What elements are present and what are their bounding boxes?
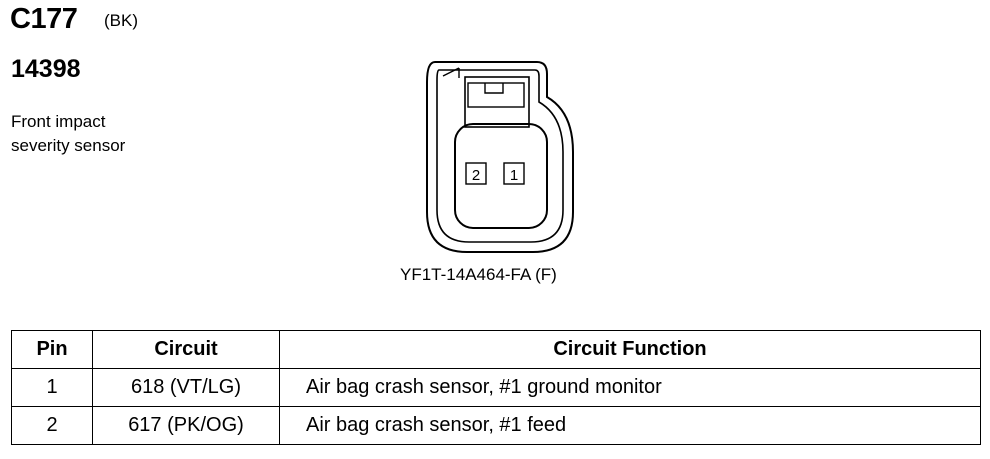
pin-box-1: [503, 162, 525, 185]
pin-box-2: [465, 162, 487, 185]
cell-function: Air bag crash sensor, #1 ground monitor: [279, 368, 981, 407]
cell-circuit: 617 (PK/OG): [92, 406, 280, 445]
pinout-table: Pin Circuit Circuit Function 1 618 (VT/L…: [11, 330, 981, 445]
connector-face-diagram: 2 1: [426, 61, 574, 253]
color-code: (BK): [104, 11, 138, 30]
connector-id: C177: [10, 3, 78, 35]
pin-label-2: 2: [472, 167, 480, 184]
cell-function: Air bag crash sensor, #1 feed: [279, 406, 981, 445]
description-line-2: severity sensor: [11, 136, 126, 155]
latch-notch: [484, 83, 504, 94]
latch-outer: [464, 76, 530, 128]
connector-part-number: YF1T-14A464-FA (F): [400, 265, 557, 284]
cell-circuit: 618 (VT/LG): [92, 368, 280, 407]
connector-outer-outline: [426, 61, 574, 253]
table-row: 2 617 (PK/OG) Air bag crash sensor, #1 f…: [11, 406, 981, 445]
cell-pin: 1: [11, 368, 93, 407]
connector-top-tab: [442, 67, 460, 78]
header-circuit: Circuit: [92, 330, 280, 369]
part-number: 14398: [11, 55, 81, 83]
table-header-row: Pin Circuit Circuit Function: [11, 330, 981, 369]
header-circuit-function: Circuit Function: [279, 330, 981, 369]
cell-pin: 2: [11, 406, 93, 445]
header-pin: Pin: [11, 330, 93, 369]
latch-inner: [467, 82, 525, 108]
pin-label-1: 1: [510, 167, 518, 184]
pin-cavity-body: [454, 123, 548, 229]
component-description: Front impact severity sensor: [11, 110, 211, 158]
table-row: 1 618 (VT/LG) Air bag crash sensor, #1 g…: [11, 368, 981, 407]
connector-inner-outline: [436, 69, 564, 243]
description-line-1: Front impact: [11, 112, 106, 131]
